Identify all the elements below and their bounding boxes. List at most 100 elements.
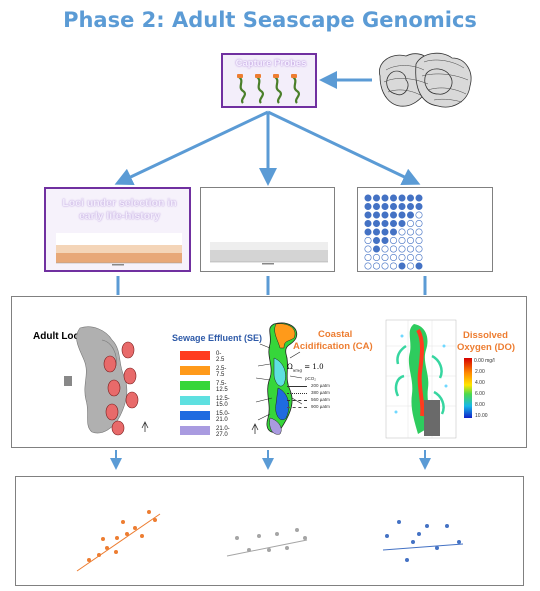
empty-dot [381, 262, 389, 270]
data-point [153, 518, 157, 522]
empty-dot [398, 228, 406, 236]
pco2-line [287, 400, 307, 401]
data-point [303, 536, 307, 540]
omega-symbol: Ω [287, 363, 293, 371]
do-colorbar [464, 358, 472, 418]
do-tick: 2.00 [475, 369, 485, 375]
filled-dot [398, 211, 406, 219]
empty-dot [398, 236, 406, 244]
pco2-line [287, 393, 307, 394]
filled-dot [398, 203, 406, 211]
dissolved-oxygen-map [385, 319, 457, 439]
dot-matrix [364, 194, 423, 270]
data-point [411, 540, 415, 544]
oyster-illustration [378, 52, 472, 108]
fit-line-gray [226, 539, 308, 557]
empty-dot [415, 245, 423, 253]
pco2-label: pCO₂ [305, 376, 316, 381]
legend-swatch [180, 381, 210, 390]
capture-probes-box: Capture Probes [221, 53, 317, 108]
data-point [275, 532, 279, 536]
adult-localities-label: Adult Localities [33, 331, 108, 342]
panel-gray-plot [200, 187, 335, 272]
empty-dot [381, 245, 389, 253]
data-point [285, 546, 289, 550]
legend-text: 0-2.5 [216, 351, 225, 363]
empty-dot [406, 245, 414, 253]
legend-text: 21.0-27.0 [216, 426, 230, 438]
filled-dot [415, 262, 423, 270]
empty-dot [364, 245, 372, 253]
pco2-line-label: 200 µatm [311, 383, 330, 388]
coastal-acidification-label-1: Coastal [318, 329, 353, 340]
filled-dot [364, 203, 372, 211]
data-point [295, 528, 299, 532]
pco2-line [287, 407, 307, 408]
empty-dot [415, 211, 423, 219]
legend-swatch [180, 351, 210, 360]
sewage-effluent-label: Sewage Effluent (SE) [172, 333, 263, 343]
data-point [133, 526, 137, 530]
data-point [435, 546, 439, 550]
filled-dot [364, 194, 372, 202]
arrow-probes-to-panel-c [267, 110, 421, 185]
do-unit-label: 0.00 mg/l [474, 358, 495, 364]
data-point [397, 520, 401, 524]
data-point [247, 548, 251, 552]
legend-swatch [180, 411, 210, 420]
filled-dot [373, 203, 381, 211]
filled-dot [398, 194, 406, 202]
empty-dot [406, 228, 414, 236]
do-tick: 6.00 [475, 391, 485, 397]
do-tick: 8.00 [475, 402, 485, 408]
empty-dot [415, 228, 423, 236]
loci-label: Loci under selection in early life-histo… [62, 197, 177, 222]
data-point [417, 532, 421, 536]
filled-dot [389, 211, 397, 219]
empty-dot [398, 245, 406, 253]
pco2-line-label: 900 µatm [311, 404, 330, 409]
do-tick: 4.00 [475, 380, 485, 386]
legend-text: 12.5-15.0 [216, 396, 230, 408]
legend-swatch [180, 426, 210, 435]
data-point [115, 536, 119, 540]
data-point [385, 534, 389, 538]
empty-dot [381, 253, 389, 261]
panel-blue-dot-matrix [357, 187, 493, 272]
empty-dot [373, 253, 381, 261]
empty-dot [415, 236, 423, 244]
filled-dot [389, 219, 397, 227]
data-point [257, 534, 261, 538]
filled-dot [381, 219, 389, 227]
filled-dot [389, 228, 397, 236]
filled-dot [381, 203, 389, 211]
filled-dot [389, 203, 397, 211]
manhattan-plot-gray [210, 242, 328, 265]
filled-dot [381, 211, 389, 219]
data-point [445, 524, 449, 528]
data-point [114, 550, 118, 554]
do-tick: 10.00 [475, 413, 488, 419]
data-point [121, 520, 125, 524]
filled-dot [373, 219, 381, 227]
data-point [97, 553, 101, 557]
legend-text: 15.0-21.0 [216, 411, 230, 423]
manhattan-plot-orange [56, 233, 182, 266]
data-point [87, 558, 91, 562]
filled-dot [364, 228, 372, 236]
panel-loci-selection: Loci under selection in early life-histo… [44, 187, 191, 272]
data-point [267, 548, 271, 552]
regression-panel [15, 476, 524, 586]
legend-text: 7.5-12.5 [216, 381, 228, 393]
sewage-map [251, 322, 303, 435]
empty-dot [364, 236, 372, 244]
empty-dot [406, 236, 414, 244]
filled-dot [364, 219, 372, 227]
data-point [105, 546, 109, 550]
legend-text: 2.5-7.5 [216, 366, 227, 378]
data-point [235, 536, 239, 540]
omega-value: = 1.0 [304, 363, 324, 371]
filled-dot [406, 203, 414, 211]
coastal-acidification-label-2: Acidification (CA) [293, 341, 373, 352]
